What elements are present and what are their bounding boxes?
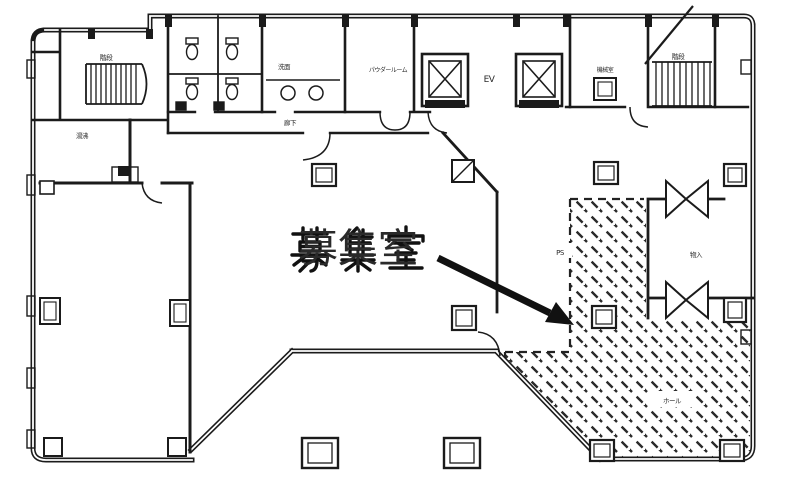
staircase-right — [644, 5, 712, 107]
toilet-fixtures — [175, 37, 239, 111]
label-stair-right: 階段 — [672, 52, 686, 61]
elevator-x-symbol — [428, 60, 462, 98]
wall-junction-marks — [26, 15, 752, 449]
door-arcs — [141, 106, 649, 357]
vacant-room-hatched-area — [503, 197, 750, 459]
washbasin-fixtures — [266, 79, 340, 101]
label-bg — [650, 391, 694, 407]
main-annotation-label — [290, 225, 425, 273]
stair-rail-curve — [141, 63, 148, 105]
annotation-arrow — [436, 254, 574, 325]
room-labels: 階段 湯沸 洗面 パウダールーム EV 廊下 機械室 階段 PS 物入 ホール — [76, 52, 704, 407]
staircase-left — [85, 63, 148, 105]
columns — [39, 77, 748, 470]
stair-direction-line — [644, 5, 694, 65]
label-hall: ホール — [663, 397, 682, 405]
label-elevator: EV — [484, 75, 496, 85]
elevator-x-symbol — [522, 60, 556, 98]
label-corridor: 廊下 — [284, 118, 297, 127]
exterior-walls — [30, 13, 756, 463]
label-washroom: 洗面 — [278, 62, 291, 71]
label-stair-left: 階段 — [100, 53, 113, 62]
double-door-top — [665, 178, 709, 220]
label-powder-room: パウダールーム — [369, 66, 408, 74]
label-machine-room: 機械室 — [597, 66, 614, 74]
arrow-head — [545, 302, 574, 325]
main-annotation-text: 募集室 — [298, 226, 418, 272]
label-bg — [548, 243, 572, 258]
vacant-area-dashed-boundary — [503, 197, 644, 366]
label-pipe-space: PS — [556, 249, 565, 257]
double-door-bottom — [665, 279, 709, 321]
elevator-2 — [514, 52, 564, 108]
elevator-1 — [420, 52, 470, 108]
label-closet: 物入 — [690, 250, 703, 259]
label-kitchenette: 湯沸 — [76, 131, 89, 140]
